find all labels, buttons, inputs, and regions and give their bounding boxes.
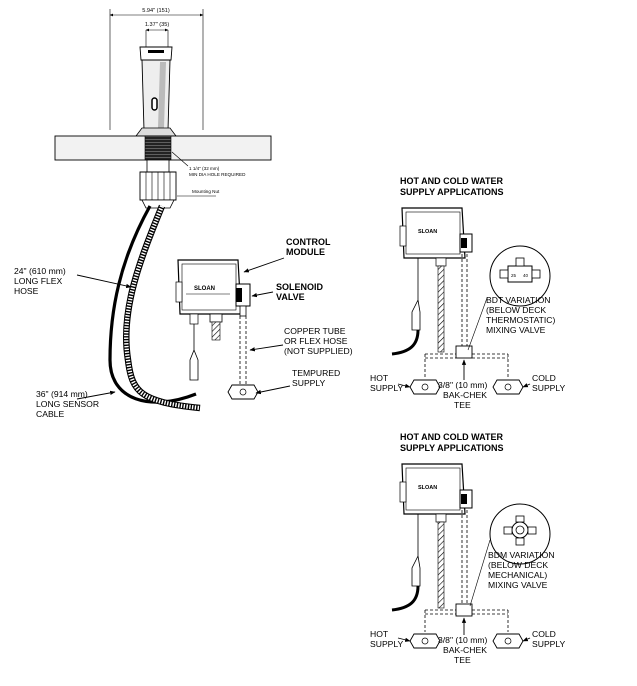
main-labels-copper-tube-0-text: COPPER TUBE <box>284 326 346 336</box>
app1-variation-line2: (BELOW DECK <box>486 305 546 315</box>
app2-variation-line3: MECHANICAL) <box>488 570 547 580</box>
label-copper-tube: COPPER TUBE OR FLEX HOSE (NOT SUPPLIED) <box>284 326 353 356</box>
hole-note-label: MIN DIA HOLE REQUIRED <box>189 172 246 177</box>
app2-tee-label2: BAK-CHEK <box>443 645 487 655</box>
main-labels-sensor-cable-0-text: 36" (914 mm) <box>36 389 88 399</box>
mounting-nut-label: Mounting Nut <box>192 189 220 194</box>
app1-title-line1: HOT AND COLD WATER <box>400 176 503 186</box>
main-labels-flex-hose-1-text: LONG FLEX <box>14 276 63 286</box>
label-control-module: CONTROL MODULE <box>286 237 331 257</box>
applications-0-valve-marks-0-text: 25 <box>511 273 517 278</box>
app1-hot-label1: HOT <box>370 373 389 383</box>
app2-variation-line2: (BELOW DECK <box>488 560 548 570</box>
faucet-assembly: 5.94" (151) 1.37" (35) 1 1/4" (32 mm) MI… <box>14 8 353 419</box>
app2-title-line1: HOT AND COLD WATER <box>400 432 503 442</box>
app2-cold-label1: COLD <box>532 629 556 639</box>
app1-cold-label1: COLD <box>532 373 556 383</box>
sensor-eye <box>151 97 158 111</box>
shank-mounting-nut <box>139 159 177 209</box>
label-tempured-supply: TEMPURED SUPPLY <box>292 368 340 388</box>
app1-variation-line4: MIXING VALVE <box>486 325 546 335</box>
main-labels-sensor-cable-1-text: LONG SENSOR <box>36 399 99 409</box>
dimension-spout: 1.37" (35) <box>145 22 170 50</box>
main-labels-control-module-0-text: CONTROL <box>286 237 331 247</box>
app1-tee <box>455 345 473 359</box>
app2-variation-line1: BDM VARIATION <box>488 550 555 560</box>
app1-tee-label2: BAK-CHEK <box>443 390 487 400</box>
app2-brand-logo: SLOAN <box>418 485 437 491</box>
app2-tee <box>455 603 473 617</box>
app1-variation-line1: BDT VARIATION <box>486 295 550 305</box>
application-bdt: HOT AND COLD WATER SUPPLY APPLICATIONS S… <box>370 176 566 410</box>
app1-hot-label2: SUPPLY <box>370 383 404 393</box>
app1-variation-line3: THERMOSTATIC) <box>486 315 556 325</box>
app2-mixing-valve-icon <box>503 515 537 546</box>
label-sensor-cable: 36" (914 mm) LONG SENSOR CABLE <box>36 389 99 419</box>
main-labels-solenoid-valve-1-text: VALVE <box>276 292 305 302</box>
app1-brand-logo: SLOAN <box>418 229 437 235</box>
main-labels-solenoid-valve-0-text: SOLENOID <box>276 282 324 292</box>
main-labels-tempured-supply-0-text: TEMPURED <box>292 368 340 378</box>
app1-title-line2: SUPPLY APPLICATIONS <box>400 187 504 197</box>
main-labels-sensor-cable-2-text: CABLE <box>36 409 64 419</box>
brand-logo: SLOAN <box>194 286 215 292</box>
applications-0-valve-marks-1-text: 40 <box>523 273 529 278</box>
faucet-spout <box>135 46 177 137</box>
main-labels-copper-tube-2-text: (NOT SUPPLIED) <box>284 346 353 356</box>
main-labels-copper-tube-1-text: OR FLEX HOSE <box>284 336 348 346</box>
app2-tee-label3: TEE <box>454 655 471 665</box>
app1-tee-label3: TEE <box>454 400 471 410</box>
app1-mixing-valve-icon: 25 40 <box>499 257 541 283</box>
main-labels-flex-hose-0-text: 24" (610 mm) <box>14 266 66 276</box>
solenoid-valve <box>235 283 251 317</box>
hole-size-label: 1 1/4" (32 mm) <box>189 166 220 171</box>
spout-width-label: 1.37" (35) <box>145 22 170 28</box>
app2-hot-label1: HOT <box>370 629 389 639</box>
app2-variation-line4: MIXING VALVE <box>488 580 548 590</box>
control-module: SLOAN <box>175 259 242 381</box>
overall-width-label: 5.94" (151) <box>142 8 170 14</box>
app1-tee-label1: 3/8" (10 mm) <box>438 380 488 390</box>
main-labels-tempured-supply-1-text: SUPPLY <box>292 378 326 388</box>
app2-title-line2: SUPPLY APPLICATIONS <box>400 443 504 453</box>
main-labels-flex-hose-2-text: HOSE <box>14 286 39 296</box>
app2-cold-label2: SUPPLY <box>532 639 566 649</box>
app2-tee-label1: 3/8" (10 mm) <box>438 635 488 645</box>
copper-tube <box>227 316 259 400</box>
app2-hot-label2: SUPPLY <box>370 639 404 649</box>
application-bdm: HOT AND COLD WATER SUPPLY APPLICATIONS S… <box>370 432 566 665</box>
label-flex-hose: 24" (610 mm) LONG FLEX HOSE <box>14 266 66 296</box>
label-solenoid-valve: SOLENOID VALVE <box>276 282 324 302</box>
app1-cold-label2: SUPPLY <box>532 383 566 393</box>
main-labels-control-module-1-text: MODULE <box>286 247 325 257</box>
dimension-overall: 5.94" (151) <box>109 8 204 130</box>
flex-hose <box>124 205 201 411</box>
countertop <box>54 135 272 161</box>
